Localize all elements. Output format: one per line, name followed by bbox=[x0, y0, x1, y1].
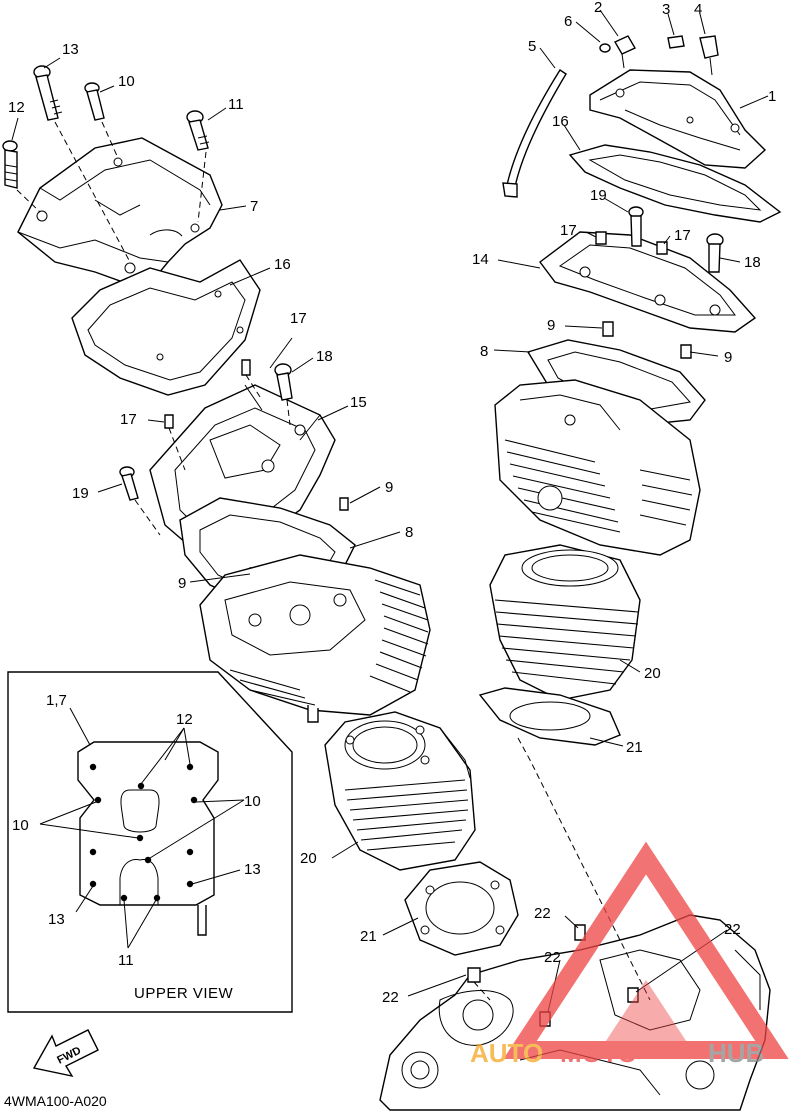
dowel-17c bbox=[595, 231, 607, 245]
callout-4: 4 bbox=[694, 1, 702, 18]
callout-9c: 9 bbox=[385, 479, 393, 496]
washer-6 bbox=[599, 43, 611, 53]
gasket-21-rear bbox=[404, 861, 519, 956]
callout-20a: 20 bbox=[644, 665, 661, 682]
callout-16a: 16 bbox=[552, 113, 569, 130]
callout-11: 11 bbox=[228, 96, 244, 113]
callout-15: 15 bbox=[350, 394, 367, 411]
callout-2: 2 bbox=[594, 0, 602, 16]
callout-17c: 17 bbox=[290, 310, 307, 327]
upper-view-label-10-left: 10 bbox=[12, 817, 29, 834]
dowel-22c bbox=[627, 987, 639, 1003]
callout-22c: 22 bbox=[544, 949, 561, 966]
dowel-9d bbox=[680, 344, 692, 359]
dowel-9c bbox=[602, 321, 614, 337]
dowel-22a bbox=[467, 967, 481, 983]
callout-17a: 17 bbox=[560, 222, 577, 239]
bolt-11 bbox=[186, 110, 210, 151]
callout-19b: 19 bbox=[72, 485, 89, 502]
cylinder-rear bbox=[324, 711, 476, 871]
gasket-16-front bbox=[568, 144, 782, 223]
bolt-13 bbox=[33, 65, 63, 121]
watermark-text-moto: MOTO bbox=[560, 1038, 638, 1068]
bolt-12 bbox=[2, 140, 18, 189]
dowel-17a bbox=[164, 414, 174, 429]
watermark-text-hub: HUB bbox=[708, 1038, 764, 1068]
callout-3: 3 bbox=[662, 1, 670, 18]
callout-16b: 16 bbox=[274, 256, 291, 273]
callout-20b: 20 bbox=[300, 850, 317, 867]
watermark-text-auto: AUTO bbox=[470, 1038, 543, 1068]
upper-view-label-13-right: 13 bbox=[244, 861, 261, 878]
callout-1: 1 bbox=[768, 88, 776, 105]
callout-19a: 19 bbox=[590, 187, 607, 204]
cylinder-head-rear bbox=[199, 554, 431, 723]
head-cover-rear bbox=[17, 137, 223, 291]
upper-view-label-1-7: 1,7 bbox=[46, 692, 67, 709]
callout-22b: 22 bbox=[724, 921, 741, 938]
callout-9d: 9 bbox=[178, 575, 186, 592]
dowel-9a bbox=[339, 497, 349, 511]
upper-view-label-10-right: 10 bbox=[244, 793, 261, 810]
callout-17d: 17 bbox=[120, 411, 137, 428]
gasket-21-front bbox=[478, 687, 621, 746]
dowel-17b bbox=[241, 359, 251, 376]
callout-5: 5 bbox=[528, 38, 536, 55]
callout-8b: 8 bbox=[405, 524, 413, 541]
dowel-17d bbox=[656, 241, 668, 255]
union-bolt-4 bbox=[699, 35, 719, 76]
callout-7: 7 bbox=[250, 198, 258, 215]
callout-9b: 9 bbox=[724, 349, 732, 366]
leader-lines bbox=[11, 9, 769, 1013]
callout-21a: 21 bbox=[626, 739, 643, 756]
fitting-2 bbox=[614, 35, 636, 69]
callout-14: 14 bbox=[472, 251, 489, 268]
callout-17b: 17 bbox=[674, 227, 691, 244]
fwd-arrow-icon: FWD bbox=[32, 1029, 99, 1078]
bolt-19-rear bbox=[119, 466, 139, 501]
gasket-16-rear bbox=[71, 259, 261, 396]
bolt-18-rear bbox=[274, 363, 293, 401]
upper-view-caption: UPPER VIEW bbox=[134, 985, 234, 1002]
callout-18b: 18 bbox=[316, 348, 333, 365]
callout-21b: 21 bbox=[360, 928, 377, 945]
callout-10: 10 bbox=[118, 73, 135, 90]
bolt-18-front bbox=[706, 233, 724, 273]
crankcase bbox=[379, 914, 771, 1111]
breather-hose-5 bbox=[502, 69, 567, 198]
cylinder-front bbox=[489, 544, 641, 701]
callout-8a: 8 bbox=[480, 343, 488, 360]
callout-12: 12 bbox=[8, 99, 25, 116]
callout-22a: 22 bbox=[534, 905, 551, 922]
bolt-10 bbox=[84, 82, 105, 121]
upper-view-label-12: 12 bbox=[176, 711, 193, 728]
upper-view-label-11: 11 bbox=[118, 952, 134, 969]
upper-view-label-13-left: 13 bbox=[48, 911, 65, 928]
upper-view-inset bbox=[7, 671, 293, 1013]
rocker-support-14-front bbox=[539, 231, 757, 333]
bolt-19-front bbox=[628, 206, 644, 247]
callout-6: 6 bbox=[564, 13, 572, 30]
watermark-triangle-icon bbox=[503, 841, 789, 1059]
callout-22d: 22 bbox=[382, 989, 399, 1006]
head-cover-front bbox=[589, 69, 767, 169]
callout-9a: 9 bbox=[547, 317, 555, 334]
reference-code: 4WMA100-A020 bbox=[4, 1093, 107, 1109]
callout-18a: 18 bbox=[744, 254, 761, 271]
hose-clamp-3 bbox=[667, 35, 685, 49]
cylinder-head-front bbox=[494, 379, 701, 556]
watermark-logo: AUTO MOTO HUB bbox=[470, 841, 789, 1068]
callout-13: 13 bbox=[62, 41, 79, 58]
